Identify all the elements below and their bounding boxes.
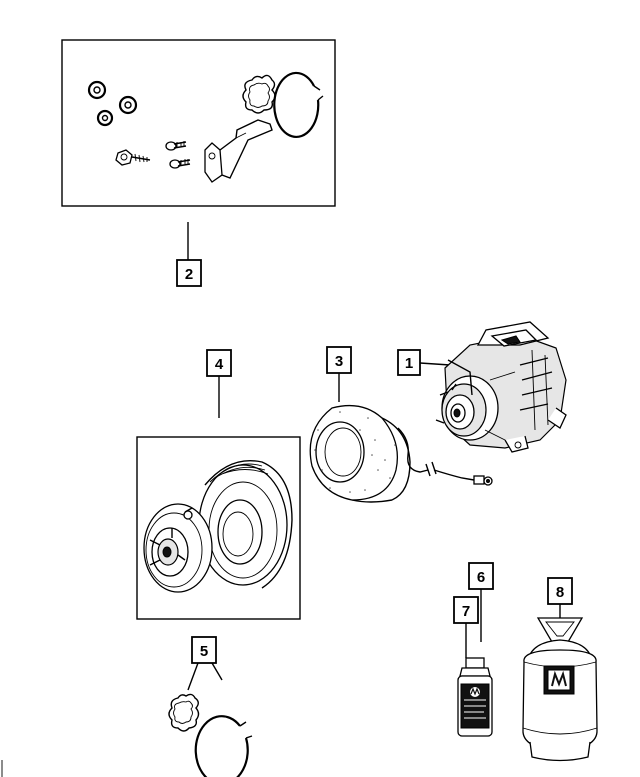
washer-icon <box>87 80 138 127</box>
leader-line-5a <box>187 662 199 691</box>
o-ring-icon <box>242 74 276 114</box>
callout-2-label: 2 <box>185 266 193 283</box>
snap-rings <box>168 693 253 777</box>
callout-6: 6 <box>468 562 494 590</box>
coil-texture <box>314 411 396 493</box>
callout-8: 8 <box>547 577 573 605</box>
callout-6-label: 6 <box>477 569 485 586</box>
callout-3: 3 <box>326 346 352 374</box>
callout-4-label: 4 <box>215 356 224 373</box>
callout-4: 4 <box>206 349 232 377</box>
callout-8-label: 8 <box>556 584 564 601</box>
screw-icon <box>165 141 191 169</box>
snap-ring-icon <box>194 715 253 777</box>
bracket-icon <box>204 119 273 183</box>
callout-5: 5 <box>191 636 217 664</box>
refrigerant-tank <box>522 617 598 762</box>
hardware-kit <box>61 39 336 207</box>
hardware-kit-frame <box>61 39 336 207</box>
o-ring-icon <box>168 693 200 732</box>
clutch-assembly-frame <box>136 436 301 620</box>
mopar-pentastar-logo <box>551 670 567 687</box>
callout-7: 7 <box>453 596 479 624</box>
callout-3-label: 3 <box>335 353 343 370</box>
field-coil <box>309 404 493 503</box>
oil-bottle <box>457 657 493 737</box>
callout-2: 2 <box>176 259 202 287</box>
callout-1-label: 1 <box>405 355 413 372</box>
mopar-pentastar-logo <box>470 687 480 697</box>
compressor <box>435 321 567 453</box>
clutch-assembly <box>143 460 293 593</box>
callout-5-label: 5 <box>200 643 208 660</box>
leader-line-5b <box>211 662 223 681</box>
callout-1: 1 <box>397 349 421 376</box>
callout-7-label: 7 <box>462 603 470 620</box>
leader-line-1 <box>419 362 451 366</box>
bolt-icon <box>115 149 151 166</box>
snap-ring-icon <box>273 71 324 139</box>
